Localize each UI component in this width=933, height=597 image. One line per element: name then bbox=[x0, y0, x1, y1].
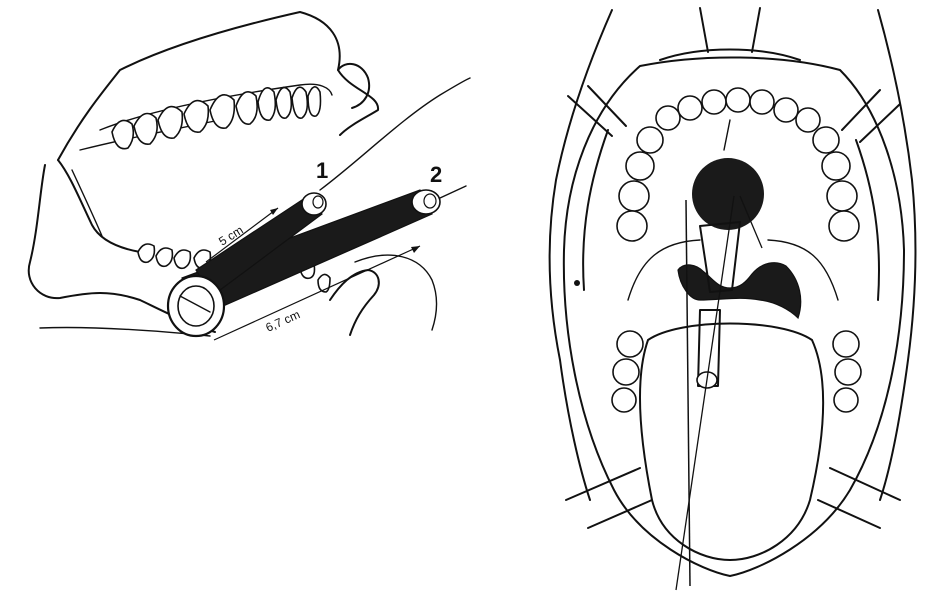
cheek-mark bbox=[574, 280, 580, 286]
instrument-2-wire bbox=[440, 186, 466, 198]
mouth-opening bbox=[564, 57, 904, 576]
pharynx-opening bbox=[678, 263, 801, 318]
dimension-long-arrow bbox=[411, 246, 420, 253]
palate-crease bbox=[724, 120, 730, 150]
dimension-short-arrow bbox=[270, 208, 278, 215]
upper-teeth-row bbox=[112, 87, 321, 149]
retractor-frame bbox=[566, 8, 900, 528]
chin-curve bbox=[330, 270, 379, 335]
ramus-back bbox=[58, 160, 140, 252]
label-dimension-long: 6,7 cm bbox=[264, 307, 303, 334]
tongue bbox=[640, 324, 823, 561]
instrument-opening bbox=[168, 276, 224, 336]
face-outline-left bbox=[550, 10, 612, 500]
lateral-jaw-figure: 1 2 5 cm 6,7 cm bbox=[29, 12, 470, 340]
maxilla-outline bbox=[58, 12, 378, 160]
palate-target-region bbox=[692, 158, 764, 230]
throat-line bbox=[355, 255, 437, 330]
guide-wire-vertical bbox=[686, 200, 690, 586]
frontal-mouth-figure bbox=[550, 8, 916, 590]
face-outline-right bbox=[878, 10, 915, 500]
label-instrument-2: 2 bbox=[430, 162, 442, 187]
ramus-inner bbox=[72, 170, 102, 236]
label-instrument-1: 1 bbox=[316, 158, 328, 183]
